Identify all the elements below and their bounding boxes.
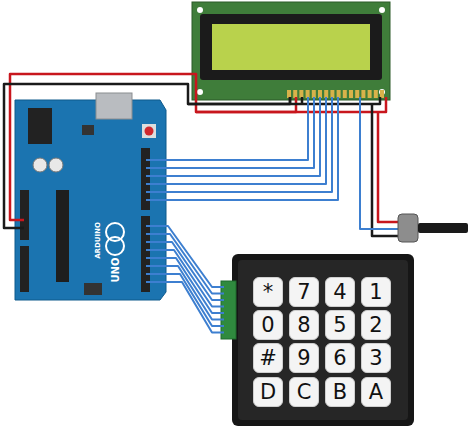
keypad-key: D [253,377,283,407]
keypad-key: 2 [361,310,391,340]
lcd-pin [330,90,334,98]
keypad-key: 1 [361,277,391,307]
key-label: C [297,382,312,403]
lcd-data-wire [146,97,338,200]
board-model: UNO [110,258,120,283]
power-wire [378,112,400,222]
key-label: 9 [297,348,310,369]
keypad-key: 3 [361,343,391,373]
wires [4,74,400,333]
lcd-screen [212,24,370,70]
lcd-pin [380,90,384,98]
keypad-key: 0 [253,310,283,340]
board-outline [15,100,166,300]
keypad-key: C [289,377,319,407]
lcd-pin [361,90,365,98]
lcd-pin [355,90,359,98]
capacitor [49,158,63,172]
key-label: 3 [369,348,382,369]
ground-wire [4,84,290,228]
lcd-data-wire [146,97,308,160]
keypad-key: 9 [289,343,319,373]
power-jack [28,108,52,144]
keypad-key: 4 [325,277,355,307]
ground-wire [372,104,400,236]
lcd-pin [324,90,328,98]
lcd-data-wire [146,97,332,192]
reset-base [142,124,156,138]
ground-wire [290,97,302,104]
arduino-board [15,93,166,300]
ground-wire [188,97,380,104]
mount-hole [197,89,203,95]
lcd-data-wire [146,97,314,168]
lcd-data-wire [146,97,320,176]
key-label: D [260,382,276,403]
reset-button [145,127,154,136]
signal-wires [146,97,338,333]
keypad [221,254,414,426]
arduino-logo [106,237,124,255]
pot-shaft [418,223,468,233]
keypad-wire [146,282,224,333]
keypad-connector [221,281,236,339]
pot-body [398,214,418,242]
keypad-key: B [325,377,355,407]
keypad-key: A [361,377,391,407]
lcd-board [192,2,390,100]
lcd-data-wire [146,97,326,184]
key-label: 4 [333,282,346,303]
keypad-key: * [253,277,283,307]
lcd-pin [299,90,303,98]
lcd-frame [200,14,382,80]
lcd-pin [318,90,322,98]
keypad-key: 8 [289,310,319,340]
keypad-face [238,260,408,420]
key-label: 7 [297,282,310,303]
lcd-pin [293,90,297,98]
mount-hole [197,7,203,13]
contrast-wire [360,97,398,229]
lcd-pin [337,90,341,98]
capacitor [33,158,47,172]
key-label: # [259,348,277,369]
lcd-pin [374,90,378,98]
lcd-pins [287,90,384,98]
keypad-body [232,254,414,426]
lcd-pin [306,90,310,98]
digital-header-low [141,216,150,292]
key-label: B [333,382,347,403]
lcd-module [192,2,390,100]
lcd-pin [287,90,291,98]
keypad-key: # [253,343,283,373]
icsp-header [84,283,102,295]
keypad-key: 5 [325,310,355,340]
potentiometer [398,214,468,242]
keypad-key: 7 [289,277,319,307]
usb-port [96,93,132,119]
key-label: 5 [333,315,346,336]
mount-hole [379,7,385,13]
lcd-pin [312,90,316,98]
key-label: 8 [297,315,310,336]
power-header [20,190,29,240]
key-label: 0 [261,315,274,336]
key-label: 2 [369,315,382,336]
key-label: * [263,282,274,303]
microcontroller-chip [56,190,69,282]
keypad-key: 6 [325,343,355,373]
lcd-pin [368,90,372,98]
key-label: 6 [333,348,346,369]
board-brand: ARDUINO [95,222,102,259]
regulator [82,125,94,135]
key-label: A [369,382,383,403]
key-label: 1 [369,282,382,303]
lcd-pin [343,90,347,98]
analog-header [20,246,29,292]
lcd-pin [349,90,353,98]
power-wire [10,74,296,220]
